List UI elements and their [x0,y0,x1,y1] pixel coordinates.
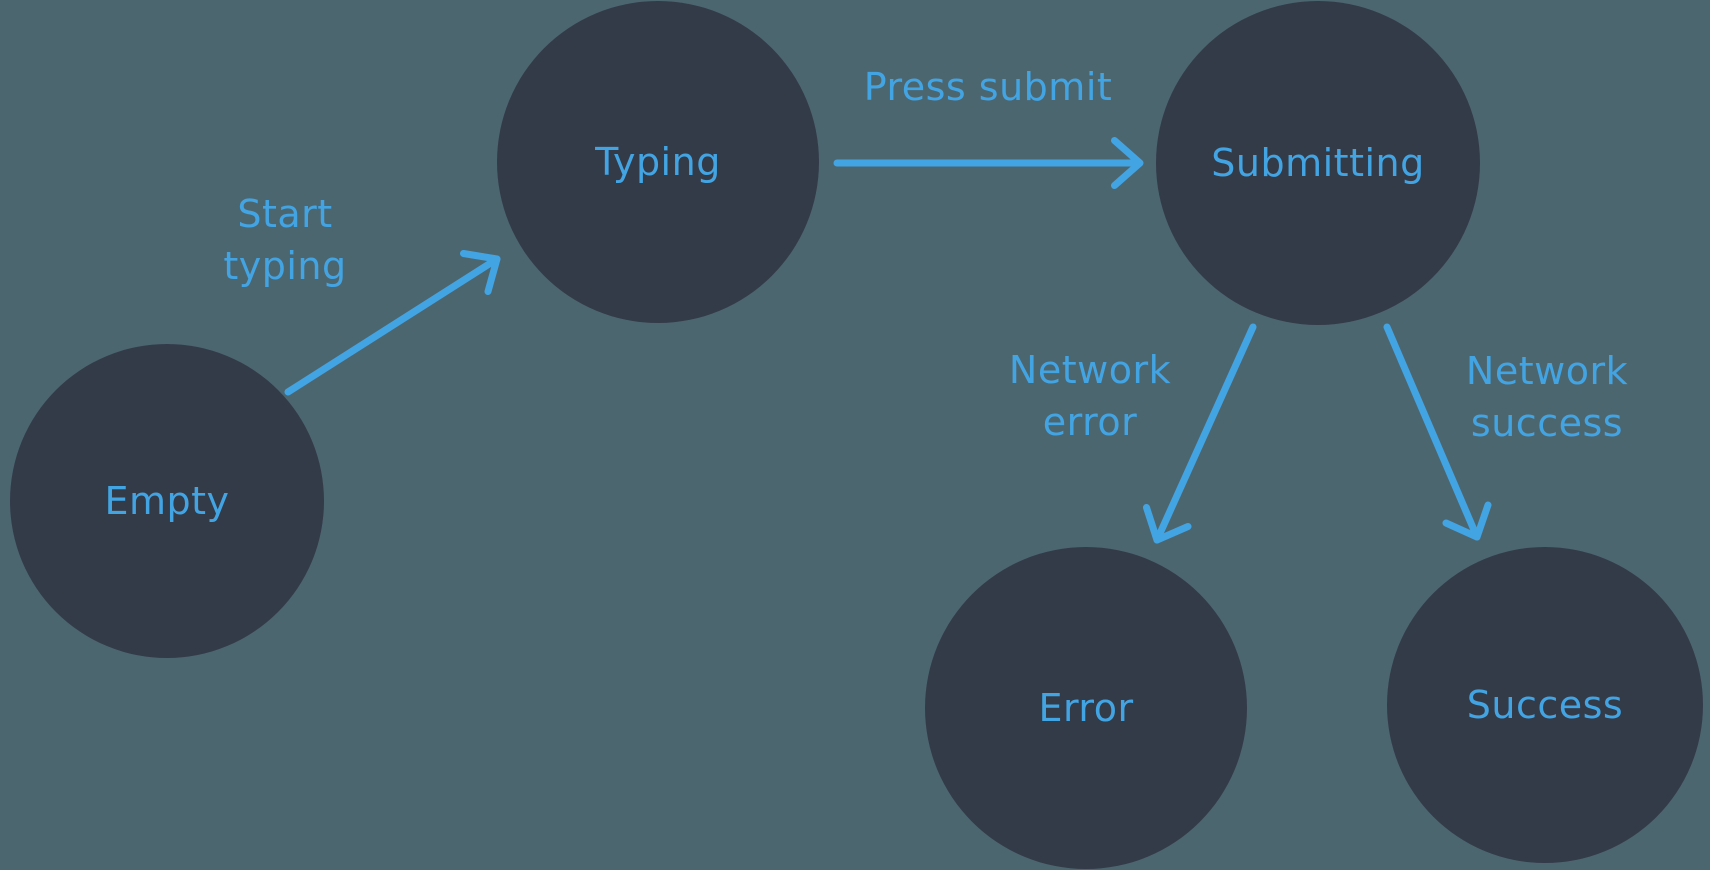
arrowhead-icon [1111,137,1144,189]
state-node-label: Submitting [1211,141,1425,185]
transition-label-line: Network [1465,349,1629,393]
state-node-success: Success [1387,547,1703,863]
state-node-label: Success [1466,683,1624,727]
arrow-shaft [1153,323,1257,544]
arrowhead-icon [1143,504,1192,544]
transition-label-line: Start [237,192,333,236]
state-node-typing: Typing [497,1,819,323]
state-node-error: Error [925,547,1247,869]
arrow-press-submit [833,137,1144,189]
transition-label-press-submit: Press submit [864,61,1113,113]
transition-label-line: typing [223,244,347,288]
state-node-label: Error [1038,686,1134,730]
transition-label-network-success: Network success [1466,345,1628,449]
arrowhead-icon [460,250,501,295]
arrow-shaft [1383,323,1481,541]
transition-label-line: success [1470,401,1624,445]
state-node-submitting: Submitting [1156,1,1480,325]
arrowhead-icon [1442,501,1492,541]
transition-label-network-error: Network error [1009,344,1171,448]
state-node-label: Empty [104,479,230,523]
transition-label-line: Network [1008,348,1172,392]
transition-label-line: error [1042,400,1138,444]
state-node-empty: Empty [10,344,324,658]
transition-label-start-typing: Start typing [223,188,346,292]
transition-label-line: Press submit [863,65,1113,109]
state-node-label: Typing [595,140,721,184]
